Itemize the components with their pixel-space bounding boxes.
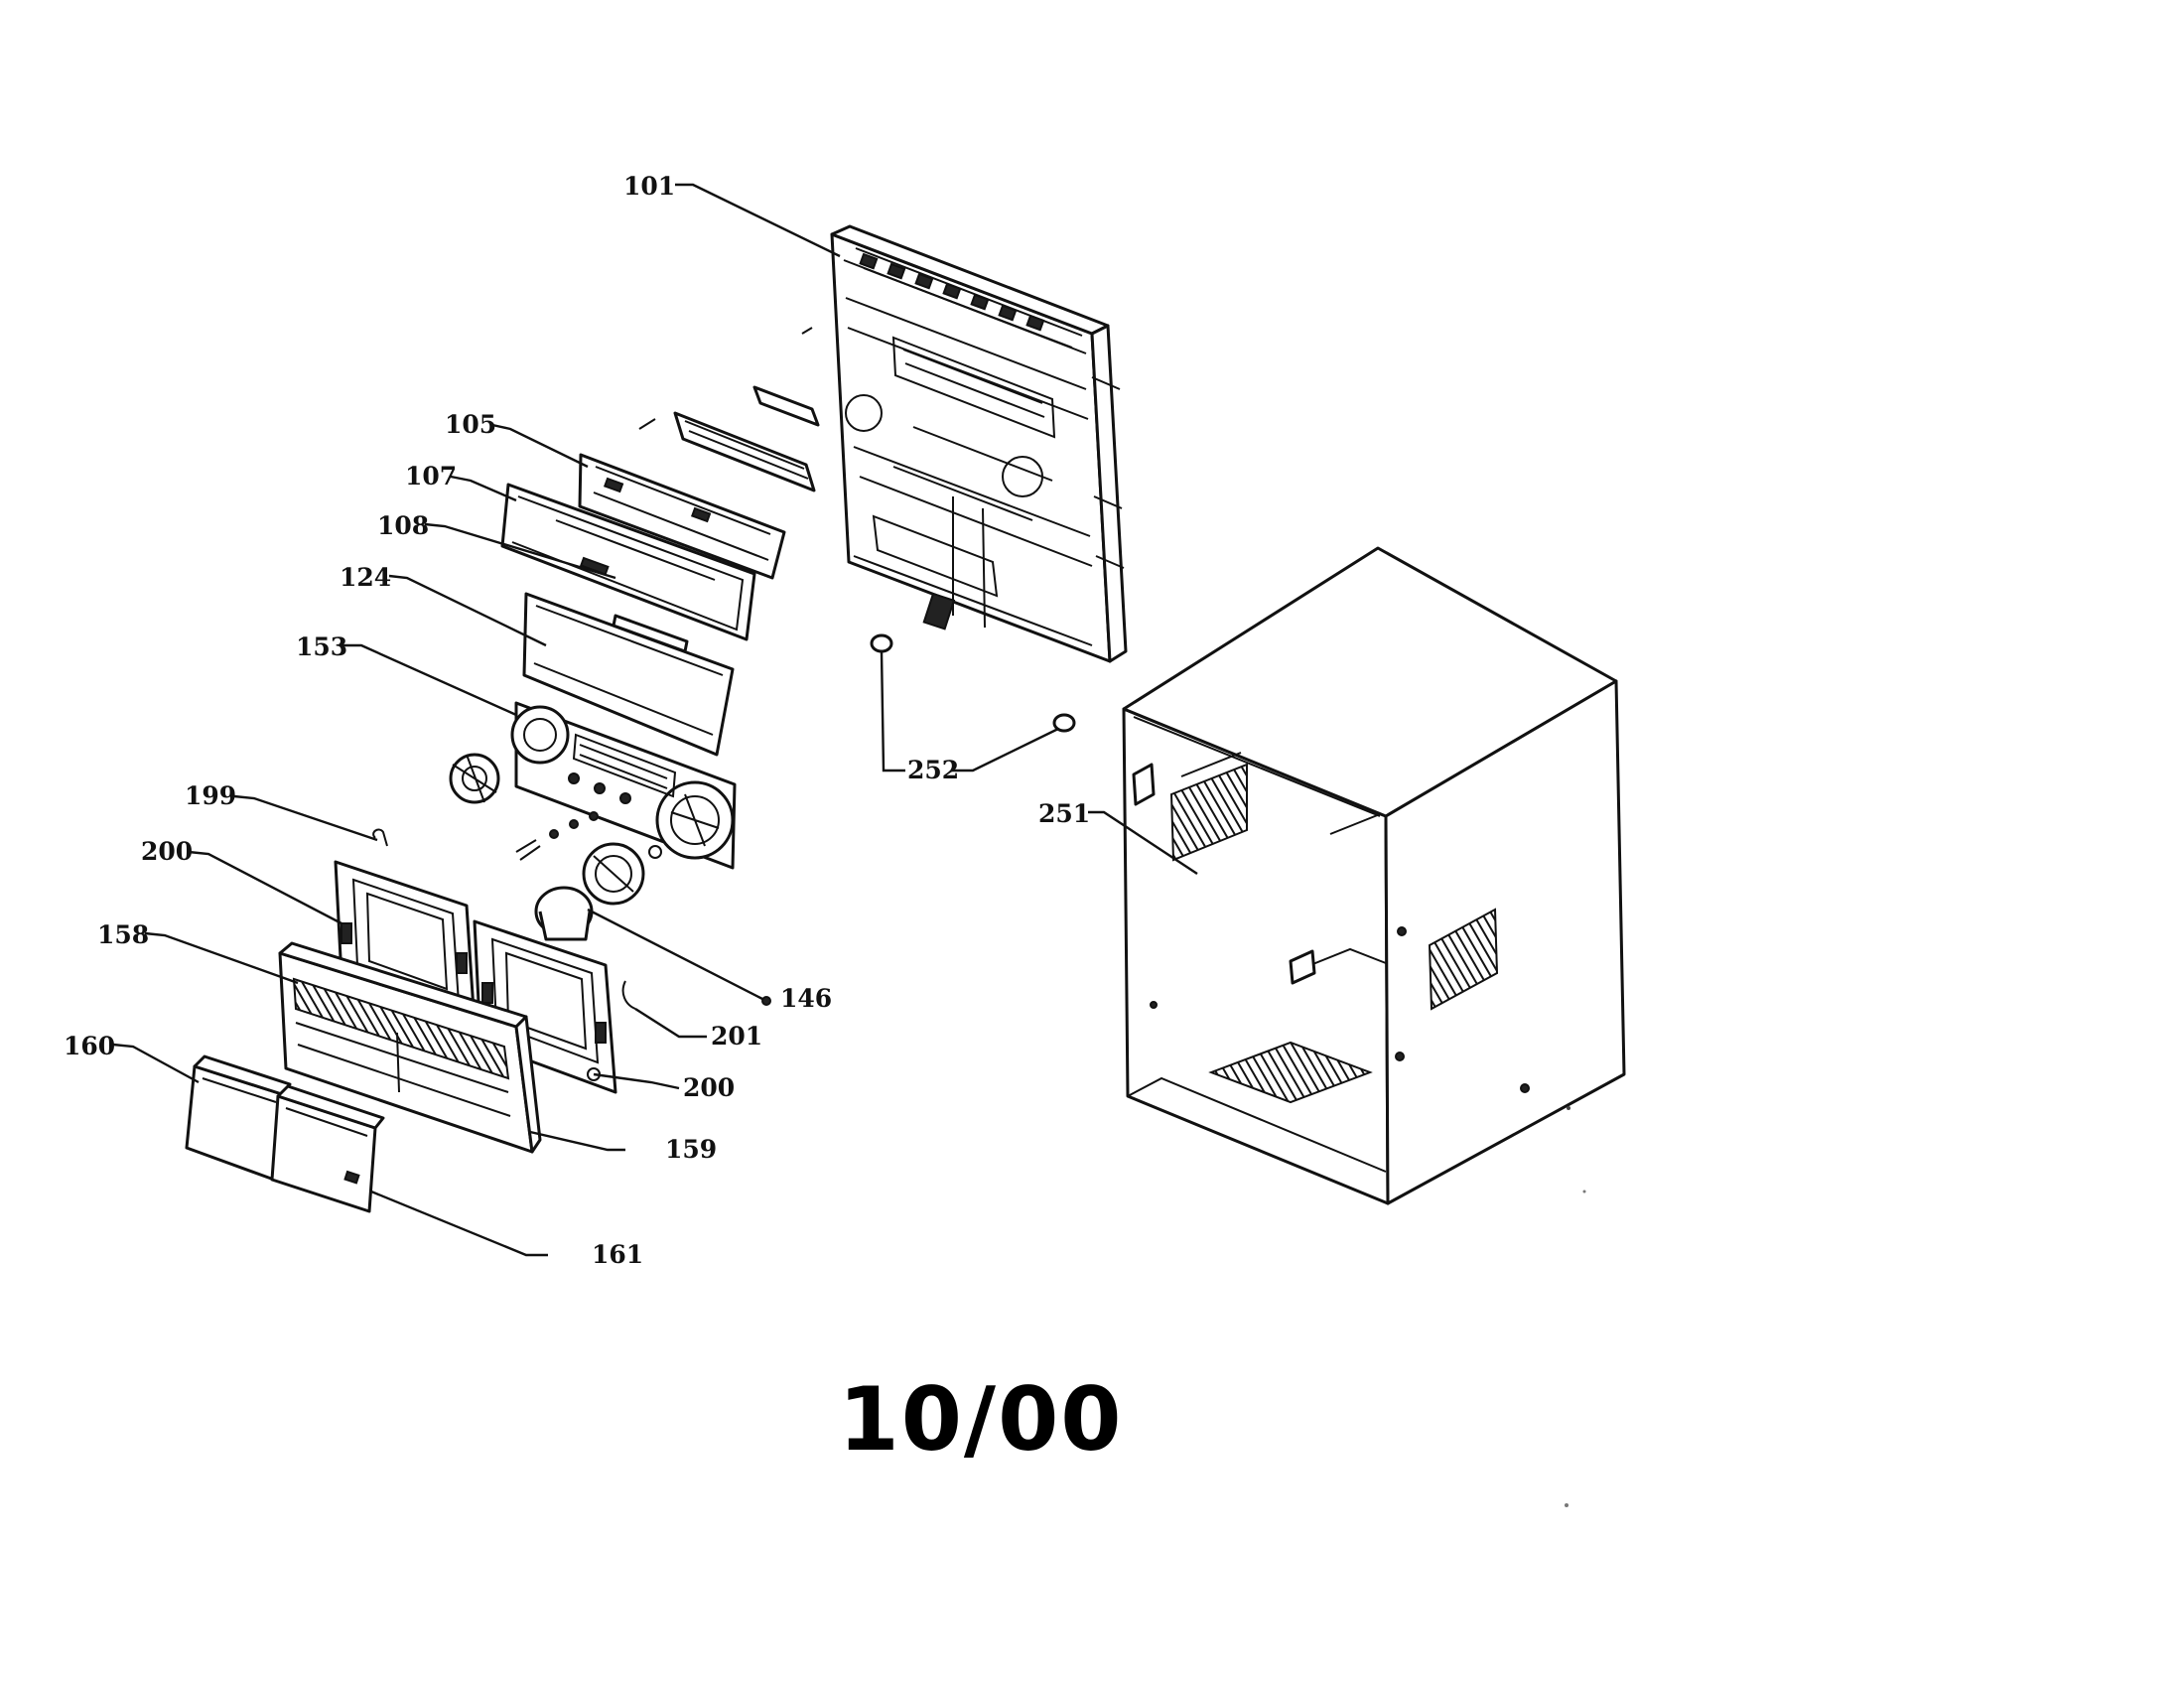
leader-200a xyxy=(188,850,342,925)
spring-clip-part-199 xyxy=(372,828,388,847)
leader-159 xyxy=(529,1130,625,1152)
label-158: 158 xyxy=(97,920,149,949)
leader-153 xyxy=(341,643,517,717)
leader-201 xyxy=(634,1007,707,1039)
leader-200b xyxy=(593,1072,680,1090)
label-160: 160 xyxy=(64,1032,115,1060)
small-fasteners xyxy=(515,811,662,861)
label-161: 161 xyxy=(592,1240,643,1269)
leader-158 xyxy=(144,931,299,985)
display-window-part-107 xyxy=(500,483,756,641)
date-code: 10/00 xyxy=(838,1368,1124,1471)
cabinet-part-251 xyxy=(1122,546,1626,1205)
jog-knob-left xyxy=(449,753,500,804)
label-146: 146 xyxy=(780,984,832,1013)
label-105: 105 xyxy=(445,410,496,439)
label-201: 201 xyxy=(711,1022,762,1051)
label-107: 107 xyxy=(405,462,457,491)
part-number-labels: 101 105 107 108 124 153 199 200 158 160 … xyxy=(64,172,1090,1269)
front-chassis-part-101 xyxy=(830,224,1128,663)
leader-252 xyxy=(880,650,1059,772)
leader-124 xyxy=(388,574,547,647)
leader-161 xyxy=(370,1190,548,1257)
label-101: 101 xyxy=(623,172,675,201)
screw-part-252 xyxy=(870,633,1076,733)
chassis-clip-parts xyxy=(638,327,820,492)
cassette-door-part-160 xyxy=(185,1054,292,1182)
front-panel-part-158 xyxy=(278,941,542,1154)
leader-101 xyxy=(675,183,841,258)
label-153: 153 xyxy=(296,632,347,661)
label-200b: 200 xyxy=(683,1073,735,1102)
label-199: 199 xyxy=(185,781,236,810)
cassette-door-part-124 xyxy=(522,592,735,757)
label-200a: 200 xyxy=(141,837,193,866)
label-251: 251 xyxy=(1038,799,1090,828)
leader-160 xyxy=(112,1043,200,1084)
label-159: 159 xyxy=(665,1135,717,1164)
scan-specks xyxy=(1565,1106,1586,1507)
wire-part-201 xyxy=(621,980,636,1010)
leader-107 xyxy=(450,475,517,502)
display-bezel-part-105 xyxy=(578,453,786,580)
leader-199 xyxy=(233,794,378,842)
label-252: 252 xyxy=(907,756,959,784)
knob-part-146 xyxy=(534,842,645,941)
label-108: 108 xyxy=(377,511,429,540)
label-124: 124 xyxy=(340,563,391,592)
leader-105 xyxy=(491,423,589,469)
leader-108 xyxy=(424,522,616,580)
control-board-part-153 xyxy=(510,701,737,870)
cassette-door-part-161 xyxy=(270,1084,385,1213)
leader-146 xyxy=(587,908,763,1001)
leader-lines xyxy=(112,183,1198,1257)
leader-251 xyxy=(1088,810,1198,876)
